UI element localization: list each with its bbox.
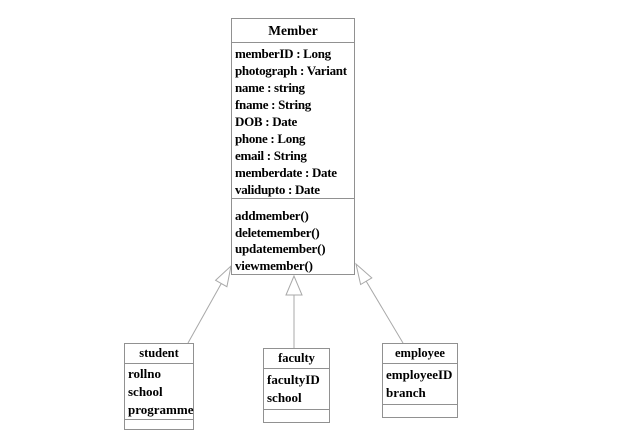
class-methods-member: addmember() deletemember() updatemember(… xyxy=(232,198,354,274)
generalization-arrow-faculty xyxy=(285,274,303,348)
class-title-student: student xyxy=(125,344,193,364)
method: updatemember() xyxy=(235,241,326,256)
class-attributes-faculty: facultyID school xyxy=(264,369,329,409)
attribute: fname : String xyxy=(235,97,311,112)
class-attributes-member: memberID : Long photograph : Variant nam… xyxy=(232,43,354,198)
hollow-triangle-arrowhead xyxy=(355,262,373,286)
generalization-arrow-student xyxy=(187,264,232,344)
attribute: employeeID xyxy=(386,367,453,382)
attribute: school xyxy=(128,384,163,399)
class-methods-student-empty xyxy=(125,419,193,429)
method: viewmember() xyxy=(235,257,313,273)
method: addmember() xyxy=(235,208,309,223)
class-box-faculty: faculty facultyID school xyxy=(263,348,330,423)
class-box-member: Member memberID : Long photograph : Vari… xyxy=(231,18,355,275)
class-attributes-employee: employeeID branch xyxy=(383,364,457,404)
generalization-arrow-employee xyxy=(355,262,404,344)
attribute: phone : Long xyxy=(235,131,306,146)
hollow-triangle-arrowhead xyxy=(214,264,232,288)
class-box-student: student rollno school programme xyxy=(124,343,194,430)
class-methods-faculty-empty xyxy=(264,409,329,422)
class-box-employee: employee employeeID branch xyxy=(382,343,458,418)
class-title-employee: employee xyxy=(383,344,457,364)
hollow-triangle-arrowhead xyxy=(285,274,303,296)
class-methods-employee-empty xyxy=(383,404,457,417)
attribute: name : string xyxy=(235,80,305,95)
attribute: school xyxy=(267,390,302,405)
attribute: photograph : Variant xyxy=(235,63,347,78)
attribute: email : String xyxy=(235,148,307,163)
attribute: rollno xyxy=(128,366,161,381)
attribute: programme xyxy=(128,402,194,417)
attribute: memberID : Long xyxy=(235,46,331,61)
class-attributes-student: rollno school programme xyxy=(125,364,193,419)
attribute: DOB : Date xyxy=(235,114,297,129)
class-title-member: Member xyxy=(232,19,354,43)
method: deletemember() xyxy=(235,224,320,240)
attribute: validupto : Date xyxy=(235,182,320,197)
attribute: memberdate : Date xyxy=(235,165,337,180)
attribute: facultyID xyxy=(267,372,320,387)
class-title-faculty: faculty xyxy=(264,349,329,369)
attribute: branch xyxy=(386,385,426,400)
